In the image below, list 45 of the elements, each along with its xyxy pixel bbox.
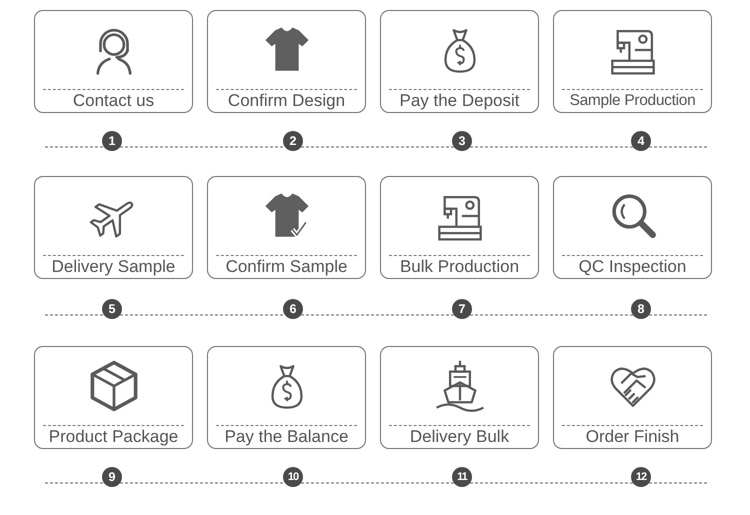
step-number: 3 — [452, 131, 472, 151]
step-label: Order Finish — [586, 427, 680, 447]
step-number: 8 — [631, 299, 651, 319]
step-number: 11 — [452, 467, 472, 487]
step-label: Confirm Sample — [226, 257, 348, 277]
step-number: 7 — [452, 299, 472, 319]
step-label: Bulk Production — [400, 257, 520, 277]
step-card — [380, 176, 539, 279]
step-label: QC Inspection — [578, 257, 686, 277]
step-label: Delivery Sample — [52, 257, 176, 277]
step-label: Sample Production — [570, 91, 696, 111]
step-number: 5 — [102, 299, 122, 319]
step-label: Pay the Deposit — [399, 91, 520, 111]
dashed-line — [120, 314, 286, 316]
step-card — [34, 176, 193, 279]
dashed-line — [300, 146, 454, 148]
step-card — [380, 346, 539, 449]
dashed-line — [300, 314, 454, 316]
step-number: 6 — [283, 299, 303, 319]
step-label: Contact us — [72, 91, 154, 111]
step-number: 1 — [102, 131, 122, 151]
step-number: 9 — [102, 467, 122, 487]
step-number: 10 — [283, 467, 303, 487]
dashed-line — [470, 482, 634, 484]
dashed-line — [120, 146, 286, 148]
dashed-line — [120, 482, 286, 484]
step-card — [34, 10, 193, 113]
step-card — [34, 346, 193, 449]
step-number: 2 — [283, 131, 303, 151]
step-label: Confirm Design — [228, 91, 346, 111]
step-card — [553, 10, 712, 113]
step-card — [553, 176, 712, 279]
dashed-line — [470, 146, 634, 148]
dashed-line — [470, 314, 634, 316]
step-label: Delivery Bulk — [410, 427, 510, 447]
dashed-line — [300, 482, 454, 484]
step-number: 12 — [631, 467, 651, 487]
step-card — [207, 346, 366, 449]
step-number: 4 — [631, 131, 651, 151]
step-card — [207, 10, 366, 113]
step-label: Pay the Balance — [224, 427, 348, 447]
step-label: Product Package — [48, 427, 178, 447]
step-card — [553, 346, 712, 449]
step-card — [380, 10, 539, 113]
step-card — [207, 176, 366, 279]
